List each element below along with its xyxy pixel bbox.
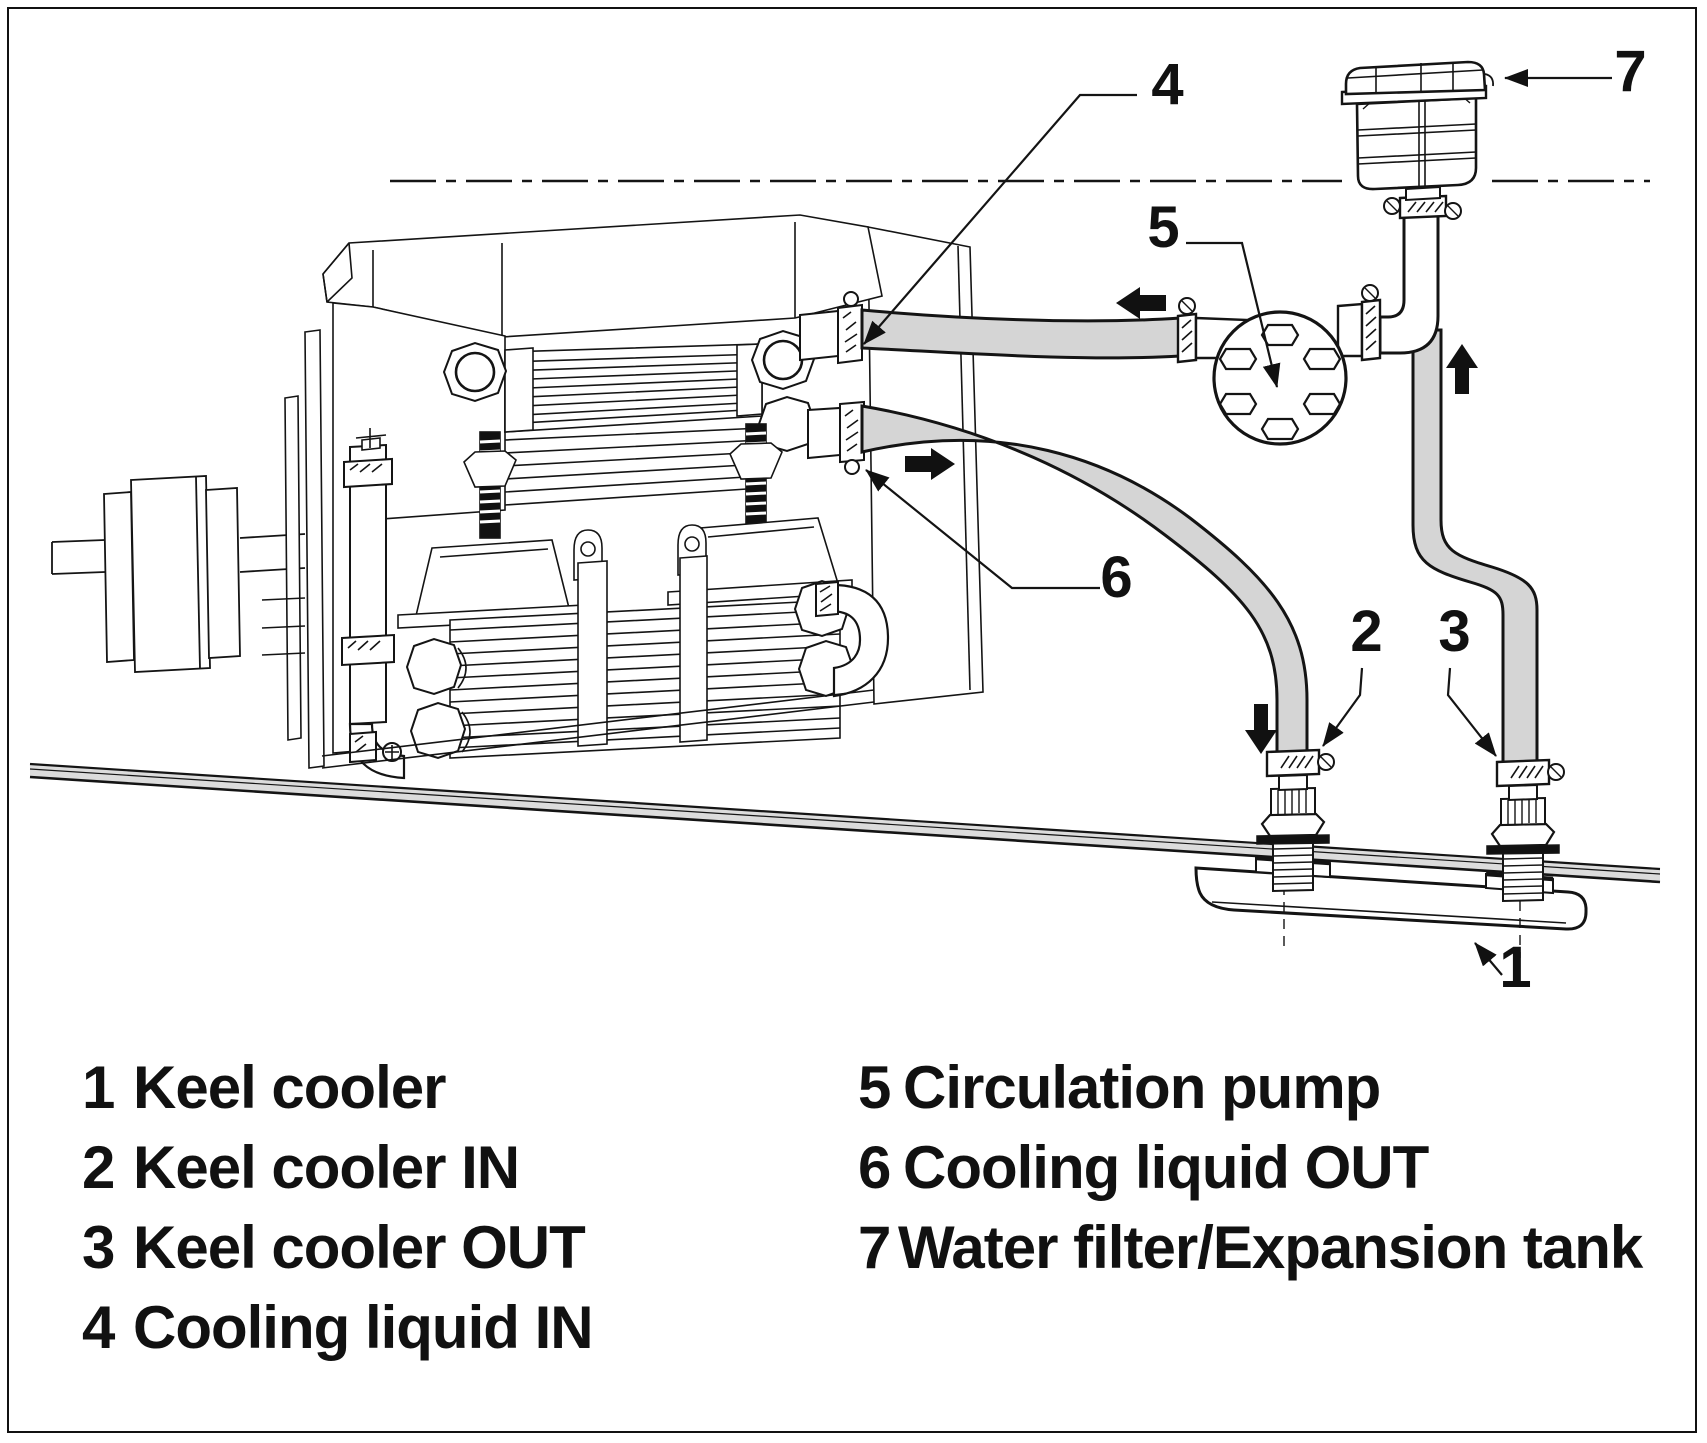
callout-5: 5 bbox=[1147, 195, 1179, 260]
hose-keel-cooler-out bbox=[1411, 328, 1539, 768]
page-border bbox=[7, 7, 1697, 1433]
legend-number: 4 bbox=[82, 1294, 115, 1361]
legend-label: Keel cooler IN bbox=[133, 1134, 520, 1201]
callout-6: 6 bbox=[1100, 545, 1132, 610]
through-hull-fitting-keel-cooler-in bbox=[1256, 748, 1335, 893]
callout-7: 7 bbox=[1614, 39, 1646, 104]
legend-number: 1 bbox=[82, 1054, 115, 1121]
flow-arrow-up-icon bbox=[1446, 344, 1478, 394]
callout-2: 2 bbox=[1350, 599, 1382, 664]
through-hull-fitting-keel-cooler-out bbox=[1486, 758, 1565, 903]
legend-number: 7 bbox=[858, 1214, 891, 1281]
flow-arrow-down-icon bbox=[1245, 704, 1277, 754]
callout-4: 4 bbox=[1151, 52, 1183, 117]
propeller-shaft bbox=[51, 475, 306, 673]
legend-label: Cooling liquid OUT bbox=[903, 1134, 1429, 1201]
flow-arrow-left-icon bbox=[1116, 287, 1166, 319]
flow-arrows bbox=[905, 287, 1478, 754]
circulation-pump bbox=[1176, 284, 1382, 446]
expansion-tank bbox=[1340, 60, 1494, 355]
legend-number: 3 bbox=[82, 1214, 115, 1281]
legend-number: 6 bbox=[858, 1134, 891, 1201]
legend-label: Keel cooler OUT bbox=[133, 1214, 586, 1281]
legend-number: 5 bbox=[858, 1054, 891, 1121]
hull-line bbox=[29, 762, 1661, 884]
flow-arrow-right-icon bbox=[905, 448, 955, 480]
legend-label: Keel cooler bbox=[133, 1054, 446, 1121]
callout-leaders bbox=[863, 69, 1612, 976]
legend-label: Circulation pump bbox=[903, 1054, 1381, 1121]
legend-number: 2 bbox=[82, 1134, 115, 1201]
legend-label: Water filter/Expansion tank bbox=[898, 1214, 1643, 1281]
legend-label: Cooling liquid IN bbox=[133, 1294, 594, 1361]
callout-1: 1 bbox=[1499, 935, 1531, 1000]
hose-cooling-liquid-out bbox=[860, 404, 1309, 758]
callout-3: 3 bbox=[1438, 599, 1470, 664]
